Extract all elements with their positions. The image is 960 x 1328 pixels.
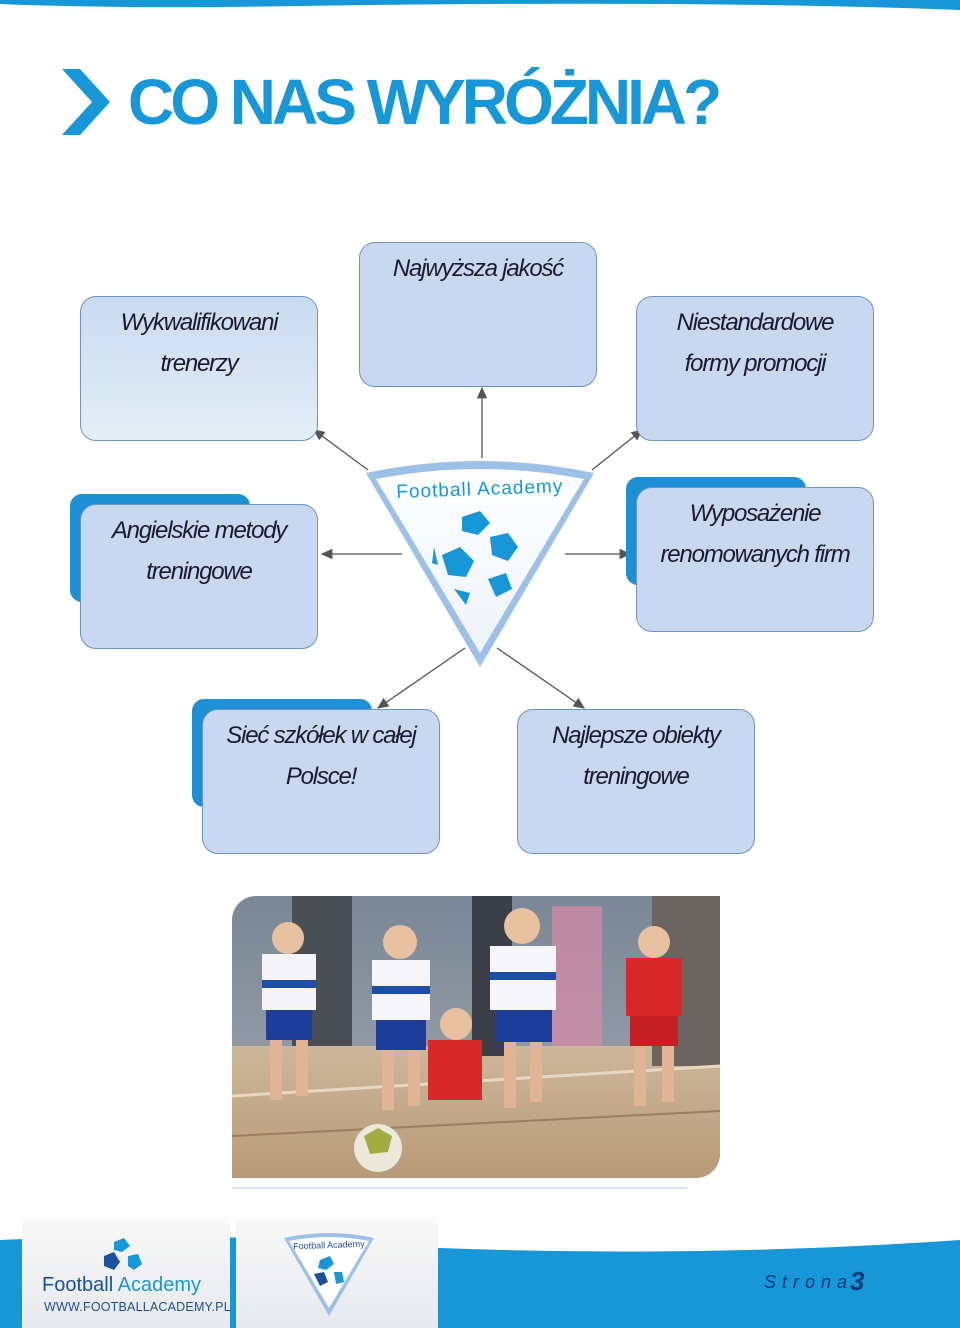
footer-url: WWW.FOOTBALLACADEMY.PL <box>44 1300 231 1314</box>
feature-text: renomowanych firm <box>660 541 850 568</box>
feature-box-promotion <box>636 296 874 441</box>
feature-text: treningowe <box>146 558 253 585</box>
photo-divider <box>232 1187 687 1189</box>
feature-box-facilities <box>517 709 755 854</box>
title-block: CO NAS WYRÓŻNIA? <box>62 62 722 142</box>
chevron-right-icon <box>62 69 110 135</box>
page-title: CO NAS WYRÓŻNIA? <box>128 66 722 138</box>
feature-label-promotion: Niestandardowe formy promocji <box>636 302 874 384</box>
feature-label-quality: Najwyższa jakość <box>359 248 597 289</box>
feature-text: treningowe <box>583 763 690 790</box>
feature-box-equipment <box>636 487 874 632</box>
football-academy-badge-icon: Football Academy <box>284 1233 374 1316</box>
feature-text: trenerzy <box>160 350 238 377</box>
feature-text: formy promocji <box>684 350 827 377</box>
page-number: 3 <box>850 1266 865 1296</box>
feature-label-english-methods: Angielskie metody treningowe <box>80 510 318 592</box>
page-footer: Football Academy WWW.FOOTBALLACADEMY.PL … <box>0 1200 960 1328</box>
connector-top-right <box>591 429 644 471</box>
feature-text: Sieć szkółek w całej <box>226 722 417 749</box>
feature-box-english-methods <box>80 504 318 649</box>
feature-label-equipment: Wyposażenie renomowanych firm <box>636 493 874 575</box>
feature-label-school-network: Sieć szkółek w całej Polsce! <box>202 715 440 797</box>
feature-text: Wykwalifikowani <box>120 309 279 336</box>
feature-box-quality <box>359 242 597 387</box>
feature-label-facilities: Najlepsze obiekty treningowe <box>517 715 755 797</box>
badge-text: Football Academy <box>293 1239 365 1252</box>
connector-bottom-left <box>376 647 466 709</box>
children-playing-football-photo <box>232 896 720 1178</box>
feature-label-trainers: Wykwalifikowani trenerzy <box>80 302 318 384</box>
top-stripe <box>0 0 960 10</box>
feature-text: Najlepsze obiekty <box>552 722 721 749</box>
feature-text: Angielskie metody <box>111 517 288 544</box>
feature-box-trainers <box>80 296 318 441</box>
football-icon <box>104 1238 142 1270</box>
page-label: Strona <box>764 1272 854 1292</box>
svg-text:Football Academy: Football Academy <box>293 1239 365 1252</box>
football-academy-shield-logo: Football Academy <box>366 461 594 667</box>
feature-text: Polsce! <box>285 763 358 790</box>
feature-box-school-network <box>202 709 440 854</box>
footer-logo-card <box>22 1218 230 1328</box>
football-icon <box>432 511 518 605</box>
connector-bottom-right <box>496 647 586 709</box>
connector-top-left <box>312 429 369 471</box>
feature-text: Najwyższa jakość <box>392 255 564 282</box>
footer-logo-word: Academy <box>117 1274 201 1296</box>
feature-text: Niestandardowe <box>676 309 835 336</box>
football-kids-photo <box>232 896 720 1178</box>
footer-logo-text: Football Academy <box>42 1274 201 1297</box>
feature-text: Wyposażenie <box>689 500 822 527</box>
diagram-connectors <box>312 386 644 709</box>
footer-logo-word: Football <box>42 1274 114 1296</box>
